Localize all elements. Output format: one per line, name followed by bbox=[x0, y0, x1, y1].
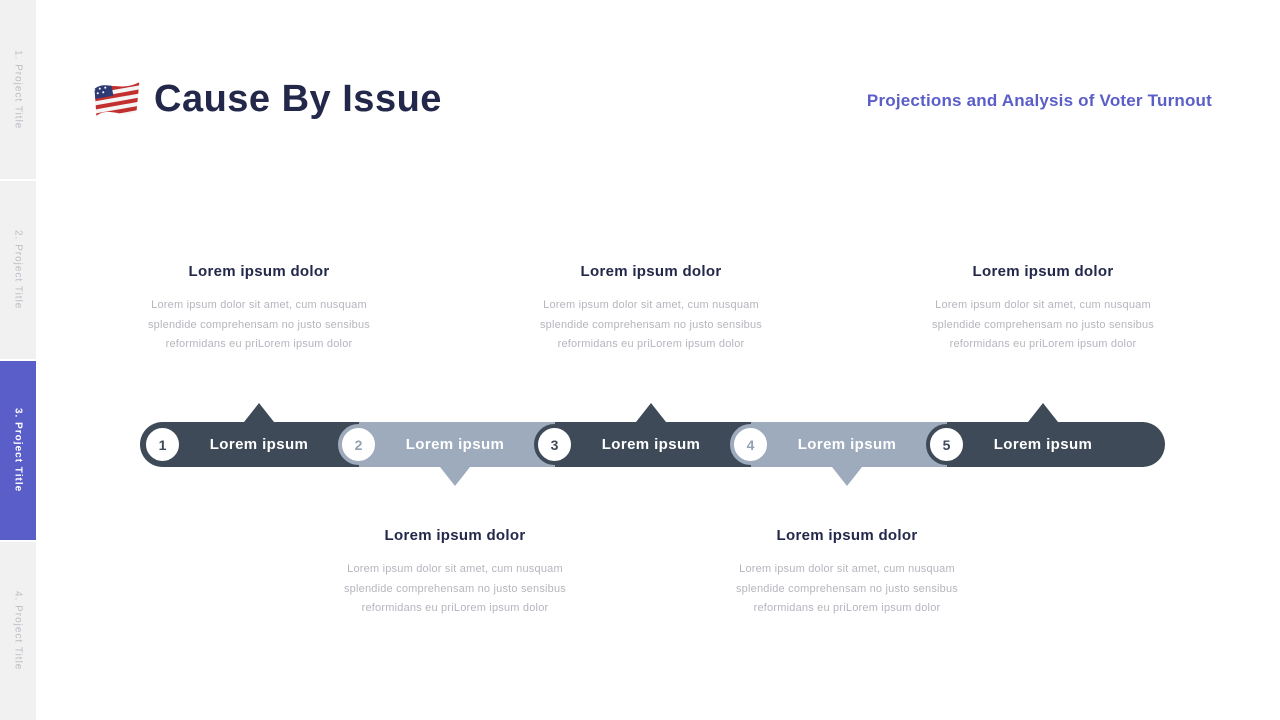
timeline-bar: 1 2 3 4 5 Lorem ipsum Lorem ipsum Lorem … bbox=[140, 422, 1165, 467]
step-2-arrow-down-icon bbox=[440, 467, 470, 486]
timeline-segment-2 bbox=[359, 422, 555, 467]
step-1-number-badge: 1 bbox=[142, 424, 183, 465]
step-1-detail-text: splendide comprehensam no justo sensibus bbox=[147, 318, 371, 331]
step-4-detail-text: Lorem ipsum dolor sit amet, cum nusquam bbox=[739, 563, 955, 575]
timeline-segment-4 bbox=[751, 422, 947, 467]
step-1-detail-heading: Lorem ipsum dolor bbox=[188, 263, 330, 280]
timeline-segment-3 bbox=[555, 422, 751, 467]
step-2-detail-heading: Lorem ipsum dolor bbox=[384, 527, 526, 544]
step-2-label: Lorem ipsum bbox=[405, 436, 505, 453]
step-4-detail-text: splendide comprehensam no justo sensibus bbox=[735, 582, 959, 595]
step-1-label: Lorem ipsum bbox=[209, 436, 309, 453]
sidebar-item-project-4[interactable]: 4. Project Title bbox=[0, 541, 36, 720]
step-5-detail: Lorem ipsum dolor Lorem ipsum dolor sit … bbox=[913, 263, 1173, 355]
step-2-detail-text: reformidans eu priLorem ipsum dolor bbox=[361, 602, 549, 615]
step-3-detail-text: splendide comprehensam no justo sensibus bbox=[539, 318, 763, 331]
step-3-detail-heading: Lorem ipsum dolor bbox=[580, 263, 722, 280]
step-5-detail-heading: Lorem ipsum dolor bbox=[972, 263, 1114, 280]
step-5-detail-text: Lorem ipsum dolor sit amet, cum nusquam bbox=[935, 299, 1151, 311]
sidebar-item-project-1[interactable]: 1. Project Title bbox=[0, 0, 36, 179]
timeline-segment-5 bbox=[947, 422, 1165, 467]
step-1-detail: Lorem ipsum dolor Lorem ipsum dolor sit … bbox=[129, 263, 389, 355]
sidebar-item-project-3[interactable]: 3. Project Title bbox=[0, 361, 36, 540]
step-3-detail-text: Lorem ipsum dolor sit amet, cum nusquam bbox=[543, 299, 759, 311]
step-2-detail-text: splendide comprehensam no justo sensibus bbox=[343, 582, 567, 595]
step-2-detail-text: Lorem ipsum dolor sit amet, cum nusquam bbox=[347, 563, 563, 575]
step-3-number-badge: 3 bbox=[534, 424, 575, 465]
step-3-label: Lorem ipsum bbox=[601, 436, 701, 453]
step-4-detail: Lorem ipsum dolor Lorem ipsum dolor sit … bbox=[717, 527, 977, 619]
step-3-arrow-up-icon bbox=[636, 403, 666, 422]
step-5-label: Lorem ipsum bbox=[993, 436, 1093, 453]
step-1-detail-text: reformidans eu priLorem ipsum dolor bbox=[165, 338, 353, 351]
step-2-number-badge: 2 bbox=[338, 424, 379, 465]
step-4-label: Lorem ipsum bbox=[797, 436, 897, 453]
step-1-arrow-up-icon bbox=[244, 403, 274, 422]
page-title: Cause By Issue bbox=[154, 78, 442, 120]
step-2-detail: Lorem ipsum dolor Lorem ipsum dolor sit … bbox=[325, 527, 585, 619]
us-flag-icon bbox=[88, 76, 144, 124]
step-5-detail-text: reformidans eu priLorem ipsum dolor bbox=[949, 338, 1137, 351]
step-3-detail: Lorem ipsum dolor Lorem ipsum dolor sit … bbox=[521, 263, 781, 355]
sidebar: 1. Project Title 2. Project Title 3. Pro… bbox=[0, 0, 36, 720]
step-4-detail-heading: Lorem ipsum dolor bbox=[776, 527, 918, 544]
slide-subtitle: Projections and Analysis of Voter Turnou… bbox=[866, 91, 1212, 110]
step-5-number-badge: 5 bbox=[926, 424, 967, 465]
step-5-detail-text: splendide comprehensam no justo sensibus bbox=[931, 318, 1155, 331]
step-5-arrow-up-icon bbox=[1028, 403, 1058, 422]
step-4-detail-text: reformidans eu priLorem ipsum dolor bbox=[753, 602, 941, 615]
step-1-detail-text: Lorem ipsum dolor sit amet, cum nusquam bbox=[151, 299, 367, 311]
timeline-track bbox=[140, 422, 1165, 467]
sidebar-item-project-2[interactable]: 2. Project Title bbox=[0, 180, 36, 359]
step-4-number-badge: 4 bbox=[730, 424, 771, 465]
step-3-detail-text: reformidans eu priLorem ipsum dolor bbox=[557, 338, 745, 351]
step-4-arrow-down-icon bbox=[832, 467, 862, 486]
